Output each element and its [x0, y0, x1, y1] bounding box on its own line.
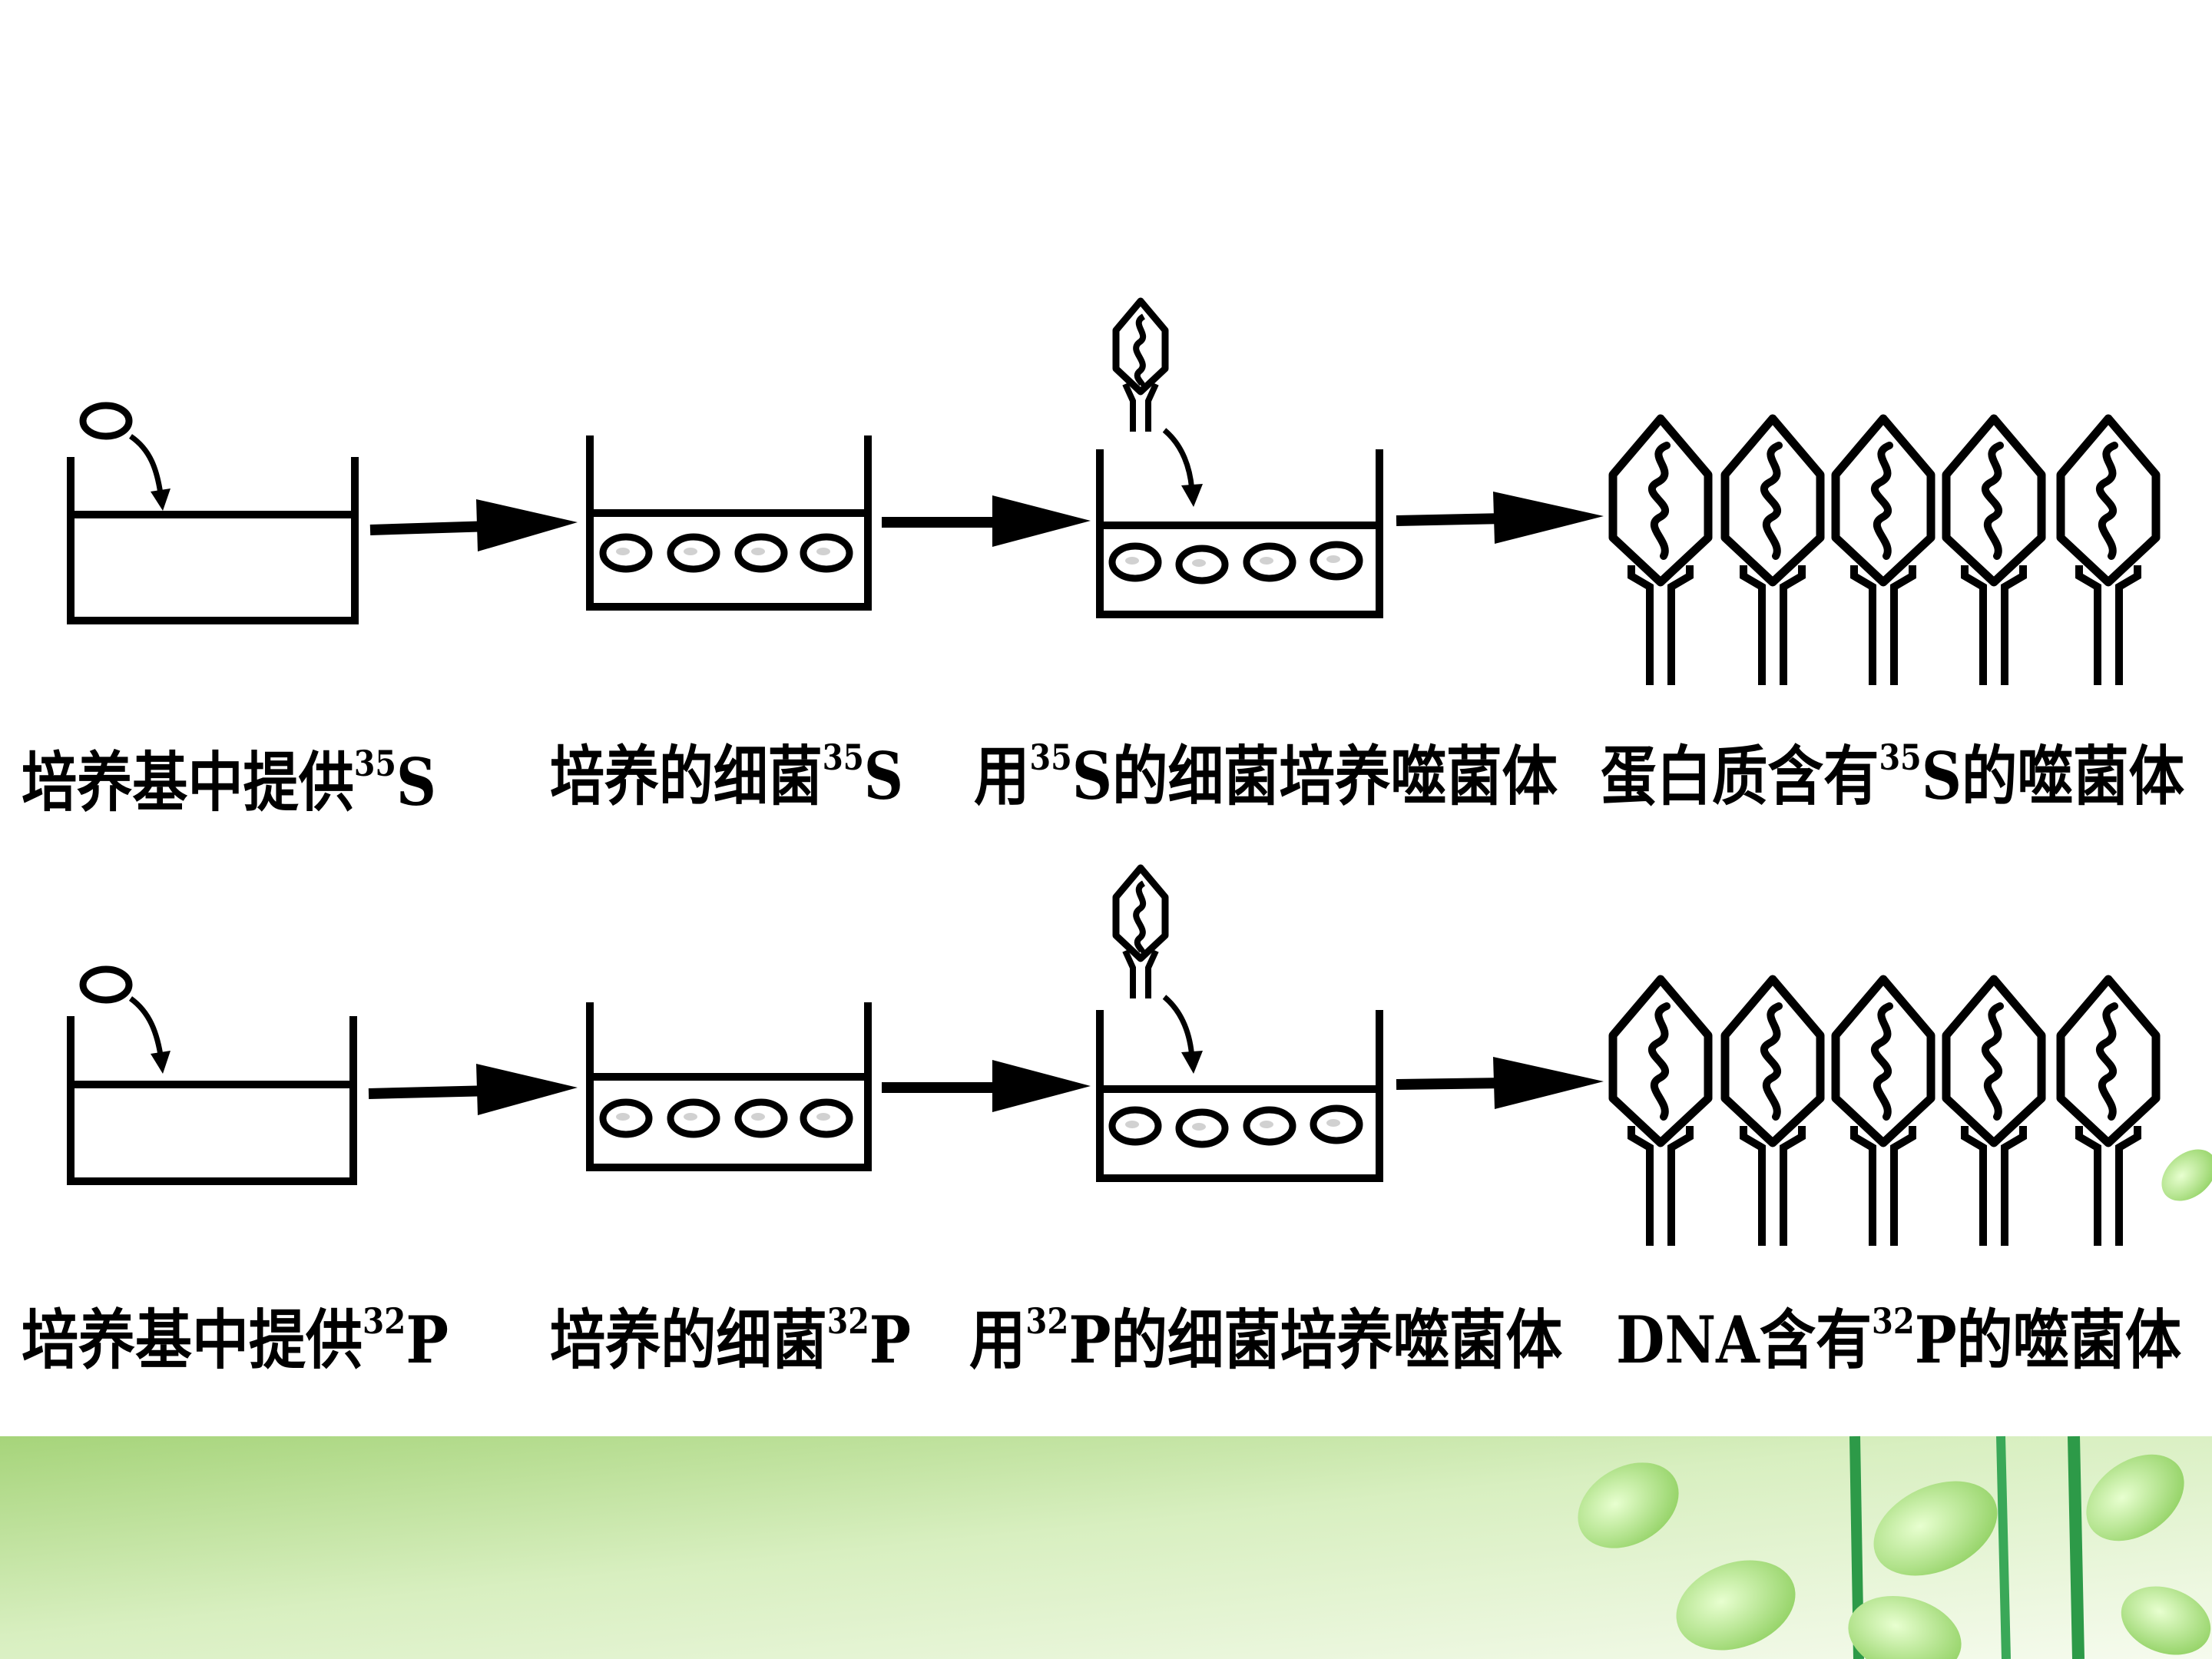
- process-arrow: [1396, 492, 1604, 544]
- process-arrow: [882, 1060, 1091, 1112]
- medium-beaker: [67, 965, 357, 1185]
- step-label: 培养基中提供35S: [22, 743, 436, 820]
- step-label: 用35S的细菌培养噬菌体: [974, 737, 1558, 814]
- bacteria-culture-beaker: [586, 1002, 872, 1171]
- bacteria-culture-beaker: [586, 435, 872, 611]
- process-arrow: [368, 1064, 578, 1115]
- step-label: DNA含有32P的噬菌体: [1616, 1300, 2181, 1378]
- leaf-decoration: [1578, 1149, 2212, 1659]
- step-label: 蛋白质含有35S的噬菌体: [1601, 737, 2184, 814]
- labels-phosphorus: 培养基中提供32P 培养的细菌32P 用32P的细菌培养噬菌体 DNA含有32P…: [22, 1300, 2181, 1378]
- process-arrow: [369, 499, 578, 551]
- step-label: 培养的细菌32P: [550, 1300, 911, 1378]
- infection-beaker: [1096, 301, 1383, 618]
- bacterium-drop: [79, 402, 171, 511]
- labeled-phage-group: [1613, 419, 2156, 685]
- labeled-phage-group: [1613, 979, 2156, 1246]
- infection-beaker: [1096, 868, 1383, 1182]
- footer-band: [0, 1436, 2212, 1659]
- row-sulfur: [67, 301, 2156, 685]
- step-label: 用32P的细菌培养噬菌体: [969, 1300, 1562, 1378]
- medium-beaker: [67, 402, 359, 624]
- process-arrow: [882, 495, 1091, 547]
- bacterium-drop: [79, 965, 171, 1074]
- step-label: 培养的细菌35S: [550, 737, 903, 814]
- process-arrow: [1396, 1057, 1604, 1109]
- labels-sulfur: 培养基中提供35S 培养的细菌35S 用35S的细菌培养噬菌体 蛋白质含有35S…: [22, 737, 2184, 820]
- step-label: 培养基中提供32P: [22, 1300, 449, 1378]
- row-phosphorus: [67, 868, 2156, 1246]
